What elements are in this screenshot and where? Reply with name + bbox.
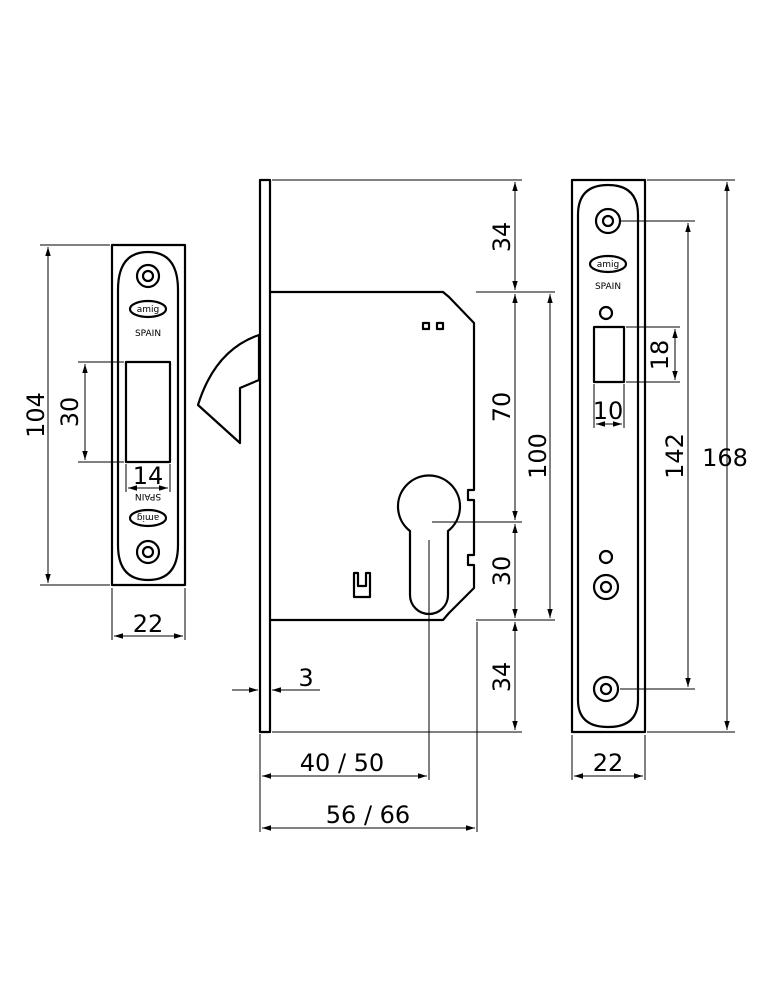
dim-backset: 40 / 50 <box>300 749 384 777</box>
hook-bolt <box>196 333 261 445</box>
dim-body-depth: 56 / 66 <box>326 801 410 829</box>
strike-logo-bottom: amig <box>128 508 168 528</box>
svg-text:amig: amig <box>137 512 160 522</box>
dim-front-screw-spacing: 142 <box>661 433 689 479</box>
dim-body-height: 100 <box>524 433 552 479</box>
dim-body-spindle-offset: 70 <box>488 392 516 423</box>
dim-body-bottom-offset: 34 <box>488 662 516 693</box>
dim-front-width: 22 <box>593 749 624 777</box>
strike-logo-top: amig <box>128 299 168 319</box>
dim-front-opening-width: 10 <box>593 397 624 425</box>
dim-front-height: 168 <box>702 444 748 472</box>
front-logo: amig <box>588 254 628 274</box>
dim-cylinder-offset: 30 <box>488 556 516 587</box>
dim-strike-opening-height: 30 <box>56 397 84 428</box>
svg-text:amig: amig <box>597 260 620 270</box>
dim-strike-width: 22 <box>133 610 164 638</box>
svg-text:amig: amig <box>137 305 160 315</box>
dim-faceplate-thickness: 3 <box>298 664 313 692</box>
dim-front-opening-height: 18 <box>646 340 674 371</box>
dim-strike-height: 104 <box>22 392 50 438</box>
strike-spain-label-bottom: SPAIN <box>135 491 161 501</box>
front-plate: amig SPAIN 18 10 142 168 22 <box>570 178 748 780</box>
strike-spain-label-top: SPAIN <box>135 329 161 339</box>
dim-body-top-offset: 34 <box>488 222 516 253</box>
lock-body: 34 70 100 30 34 3 40 / 50 56 / 66 <box>196 178 555 832</box>
cylinder-hole <box>396 474 462 616</box>
front-spain-label: SPAIN <box>595 282 621 292</box>
dim-strike-opening-width: 14 <box>133 462 164 490</box>
strike-plate: amig SPAIN amig SPAIN 104 30 14 22 <box>22 243 187 640</box>
